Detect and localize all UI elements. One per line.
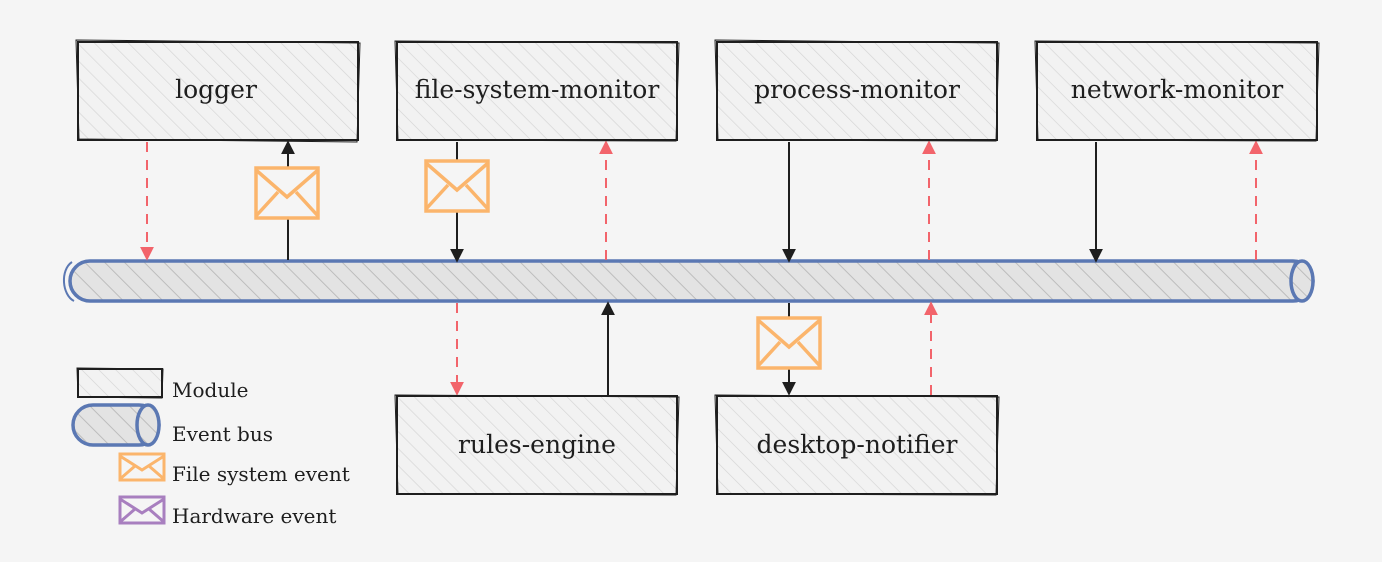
legend-module-label: Module bbox=[172, 378, 248, 402]
event-bus bbox=[63, 259, 1315, 303]
legend: Module Event bus File system event Hardw… bbox=[71, 367, 350, 528]
module-desktop-notifier-label: desktop-notifier bbox=[757, 430, 958, 459]
legend-hardware-event-label: Hardware event bbox=[172, 504, 336, 528]
legend-file-system-event-icon bbox=[118, 452, 166, 482]
module-logger-label: logger bbox=[175, 75, 257, 104]
legend-file-system-event-label: File system event bbox=[172, 462, 350, 486]
file-system-event-envelope-icon bbox=[254, 166, 320, 220]
module-desktop-notifier: desktop-notifier bbox=[714, 394, 1000, 496]
module-process-monitor: process-monitor bbox=[714, 39, 1000, 142]
file-system-event-envelope-icon bbox=[424, 159, 490, 213]
module-rules-engine: rules-engine bbox=[394, 394, 680, 496]
legend-module-swatch bbox=[76, 367, 164, 399]
module-network-monitor: network-monitor bbox=[1034, 40, 1320, 142]
module-logger: logger bbox=[75, 39, 361, 143]
legend-event-bus-label: Event bus bbox=[172, 422, 273, 446]
legend-event-bus-swatch bbox=[71, 403, 161, 447]
module-process-monitor-label: process-monitor bbox=[754, 75, 960, 104]
module-rules-engine-label: rules-engine bbox=[458, 430, 616, 459]
module-file-system-monitor-label: file-system-monitor bbox=[415, 75, 660, 104]
module-network-monitor-label: network-monitor bbox=[1071, 75, 1283, 104]
legend-hardware-event-icon bbox=[118, 495, 166, 525]
file-system-event-envelope-icon bbox=[756, 316, 822, 370]
module-file-system-monitor: file-system-monitor bbox=[394, 40, 680, 142]
